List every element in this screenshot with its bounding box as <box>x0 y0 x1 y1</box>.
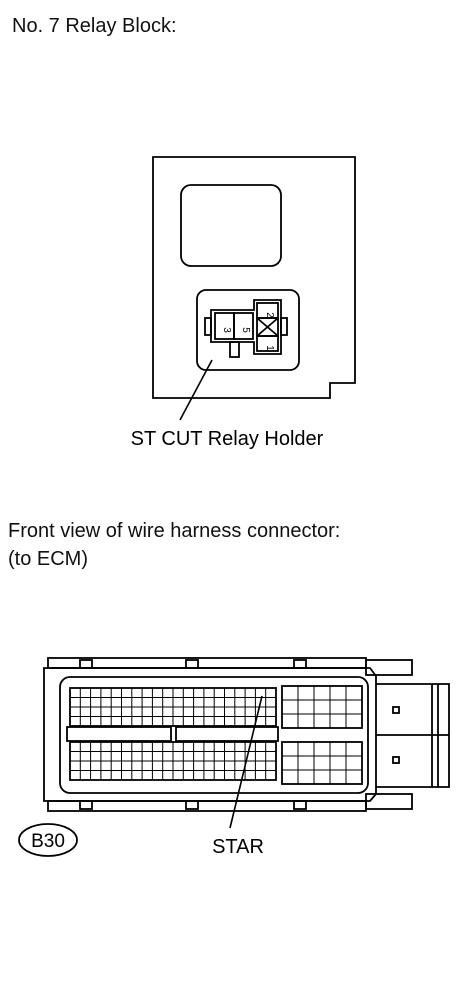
rail-tab <box>79 800 93 810</box>
star-callout: STAR <box>212 836 264 858</box>
connector-top-rail <box>47 657 367 669</box>
lock-tab-bottom <box>365 793 413 810</box>
relay-holder-connector-body <box>210 299 282 355</box>
pin-label-2: 2 <box>264 312 275 318</box>
locking-arm-window <box>392 706 400 714</box>
pin-cell-1 <box>256 335 279 352</box>
connector-inner-frame <box>59 676 369 794</box>
pin-cell-5 <box>233 312 254 340</box>
relay-block-title: No. 7 Relay Block: <box>12 15 177 37</box>
ecm-connector <box>43 657 450 812</box>
rail-tab <box>293 659 307 669</box>
pin-label-1: 1 <box>264 345 275 351</box>
relay-holder-callout: ST CUT Relay Holder <box>131 428 324 450</box>
relay-holder-key <box>229 341 240 358</box>
connector-bottom-rail <box>47 800 367 812</box>
lock-tab-top <box>365 659 413 676</box>
terminal-block-upper-right <box>281 685 363 729</box>
pin-label-3: 3 <box>221 327 232 333</box>
relay-holder-leader-line <box>179 359 213 421</box>
connector-code-badge <box>18 823 78 857</box>
locking-arm-window <box>392 756 400 764</box>
star-leader-line <box>229 695 263 829</box>
relay-block-outline <box>152 156 356 399</box>
empty-cell-cross-b <box>256 317 279 337</box>
terminal-grids <box>70 686 362 784</box>
connector-heading-line1: Front view of wire harness connector: <box>8 520 341 542</box>
rail-tab <box>185 800 199 810</box>
connector-heading-line2: (to ECM) <box>8 548 88 570</box>
rail-tab <box>293 800 307 810</box>
rail-tab <box>185 659 199 669</box>
relay-block-upper-cavity <box>180 184 282 267</box>
relay-holder-right-latch <box>280 317 288 336</box>
pin-label-5: 5 <box>240 327 251 333</box>
relay-block <box>152 156 356 399</box>
relay-holder <box>196 289 300 371</box>
terminal-block-lower-right <box>281 741 363 785</box>
terminal-divider-right <box>175 726 279 742</box>
terminal-divider-left <box>66 726 172 742</box>
rail-tab <box>79 659 93 669</box>
connector-code: B30 <box>31 831 65 852</box>
pin-cell-3 <box>214 312 235 340</box>
relay-holder-left-latch <box>204 317 212 336</box>
